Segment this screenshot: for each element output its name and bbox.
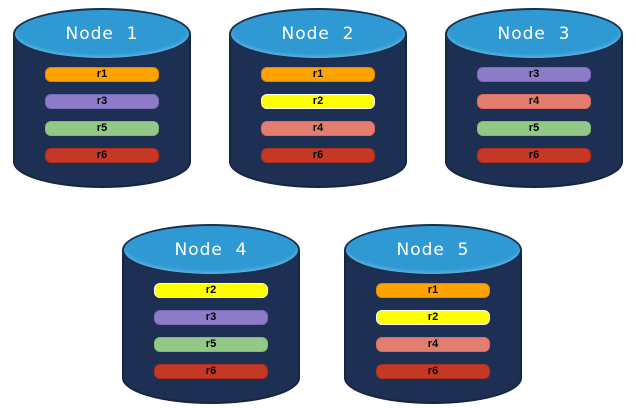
cylinder-top: Node 3 — [445, 8, 623, 60]
replica-bar-r3: r3 — [45, 94, 159, 109]
replica-bar-r1: r1 — [376, 283, 490, 298]
replica-bar-r3: r3 — [477, 67, 591, 82]
cylinder-top: Node 1 — [13, 8, 191, 60]
replica-bar-r3: r3 — [154, 310, 268, 325]
cylinder-top: Node 4 — [122, 224, 300, 276]
replica-list: r3 r4 r5 r6 — [477, 67, 591, 175]
replica-bar-r5: r5 — [45, 121, 159, 136]
replica-bar-r6: r6 — [376, 364, 490, 379]
database-node-2: Node 2 r1 r2 r4 r6 — [229, 8, 407, 188]
replica-list: r1 r3 r5 r6 — [45, 67, 159, 175]
replica-bar-r2: r2 — [154, 283, 268, 298]
cylinder-top: Node 5 — [344, 224, 522, 276]
replica-bar-r2: r2 — [376, 310, 490, 325]
replica-bar-r5: r5 — [154, 337, 268, 352]
replica-bar-r6: r6 — [154, 364, 268, 379]
cylinder-top: Node 2 — [229, 8, 407, 60]
node-label: Node 5 — [396, 240, 470, 260]
database-node-4: Node 4 r2 r3 r5 r6 — [122, 224, 300, 404]
replica-bar-r6: r6 — [45, 148, 159, 163]
database-node-3: Node 3 r3 r4 r5 r6 — [445, 8, 623, 188]
replica-bar-r4: r4 — [376, 337, 490, 352]
node-label: Node 2 — [281, 24, 355, 44]
database-node-1: Node 1 r1 r3 r5 r6 — [13, 8, 191, 188]
replica-bar-r4: r4 — [261, 121, 375, 136]
replica-bar-r6: r6 — [261, 148, 375, 163]
replica-bar-r4: r4 — [477, 94, 591, 109]
node-label: Node 4 — [174, 240, 248, 260]
replica-list: r2 r3 r5 r6 — [154, 283, 268, 391]
node-label: Node 1 — [65, 24, 139, 44]
replica-bar-r6: r6 — [477, 148, 591, 163]
database-node-5: Node 5 r1 r2 r4 r6 — [344, 224, 522, 404]
replica-list: r1 r2 r4 r6 — [376, 283, 490, 391]
replica-bar-r1: r1 — [261, 67, 375, 82]
replica-bar-r1: r1 — [45, 67, 159, 82]
replica-list: r1 r2 r4 r6 — [261, 67, 375, 175]
node-label: Node 3 — [497, 24, 571, 44]
replica-bar-r5: r5 — [477, 121, 591, 136]
replica-bar-r2: r2 — [261, 94, 375, 109]
